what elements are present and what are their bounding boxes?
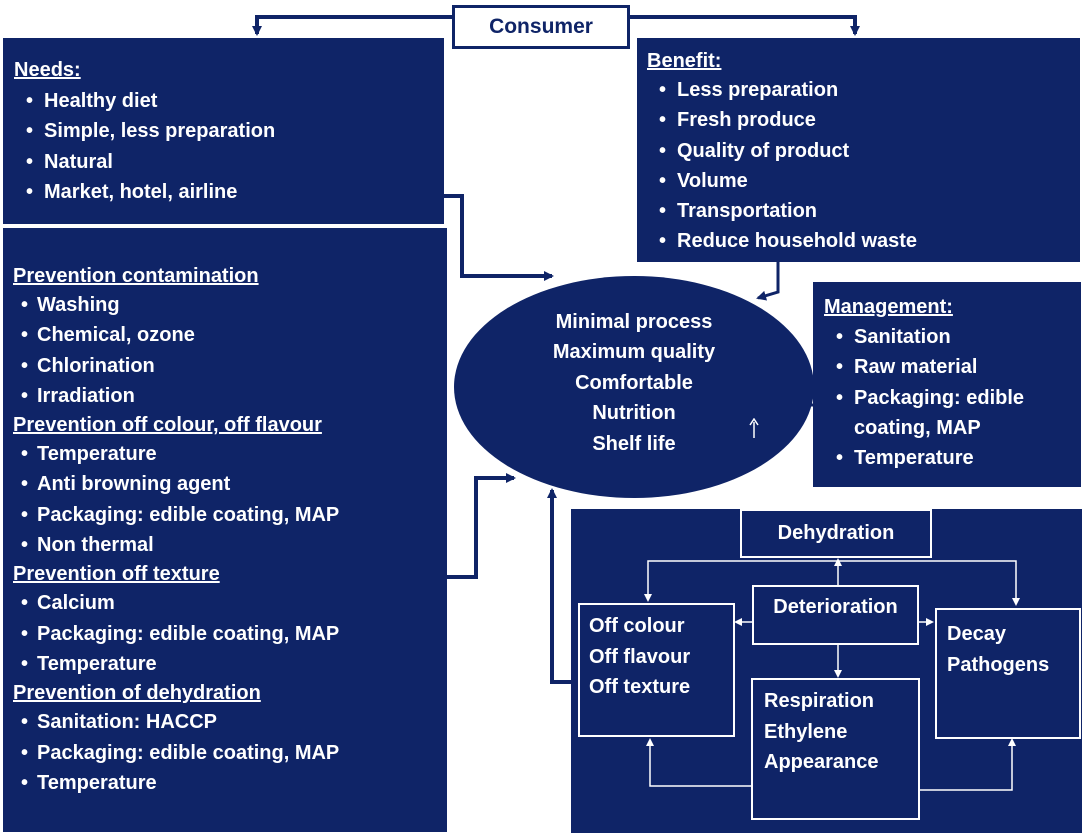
deterioration-label: Deterioration	[773, 596, 898, 618]
list-item: Temperature	[13, 439, 447, 470]
off-quality-box: Off colour Off flavour Off texture	[578, 603, 735, 737]
arrow-prevention-to-center	[447, 473, 516, 579]
arrow-consumer-to-needs	[252, 15, 452, 36]
list-item: Sanitation: HACCP	[13, 707, 447, 738]
prevention-section-texture: Prevention off texture Calcium Packaging…	[13, 560, 447, 679]
prevention-section-dehydration: Prevention of dehydration Sanitation: HA…	[13, 679, 447, 798]
list-item: Chemical, ozone	[13, 320, 447, 351]
goal-line: Shelf life	[592, 432, 676, 455]
consumer-label: Consumer	[489, 15, 593, 38]
list-item: Temperature	[13, 768, 447, 799]
deterioration-box: Deterioration	[752, 585, 919, 645]
prevention-heading: Prevention contamination	[13, 265, 259, 287]
list-item: Temperature	[824, 443, 1081, 474]
respiration-box: Respiration Ethylene Appearance	[751, 678, 920, 820]
goal-line: Minimal process	[555, 310, 713, 333]
needs-list: Healthy diet Simple, less preparation Na…	[14, 86, 444, 207]
list-item: Packaging: edible coating, MAP	[13, 500, 447, 531]
list-item: Less preparation	[647, 75, 1080, 106]
list-item: Simple, less preparation	[14, 116, 444, 147]
off-quality-line: Off flavour	[589, 645, 691, 668]
off-quality-line: Off texture	[589, 676, 691, 698]
arrow-consumer-to-benefit	[630, 15, 860, 36]
goal-line: Nutrition	[592, 402, 676, 425]
off-quality-line: Off colour	[589, 615, 685, 637]
list-item: Transportation	[647, 196, 1080, 227]
prevention-heading: Prevention off texture	[13, 563, 220, 586]
benefit-heading: Benefit:	[647, 50, 722, 72]
goal-line: Comfortable	[575, 371, 693, 394]
prevention-section-contamination: Prevention contamination Washing Chemica…	[13, 262, 447, 411]
arrow-benefit-to-center	[756, 262, 780, 301]
list-item: Fresh produce	[647, 105, 1080, 136]
list-item: Reduce household waste	[647, 226, 1080, 257]
dehydration-label: Dehydration	[777, 522, 895, 544]
prevention-box: Prevention contamination Washing Chemica…	[3, 228, 447, 832]
up-arrow-icon	[749, 418, 759, 438]
list-item: Calcium	[13, 588, 447, 619]
respiration-line: Ethylene	[764, 720, 848, 743]
list-item: Chlorination	[13, 351, 447, 382]
prevention-list: Washing Chemical, ozone Chlorination Irr…	[13, 290, 447, 411]
decay-line: Decay	[947, 623, 1006, 645]
list-item: Washing	[13, 290, 447, 321]
benefit-box: Benefit: Less preparation Fresh produce …	[637, 38, 1080, 262]
prevention-list: Temperature Anti browning agent Packagin…	[13, 439, 447, 560]
list-item: Temperature	[13, 649, 447, 680]
list-item: Packaging: edible coating, MAP	[13, 619, 447, 650]
list-item: Anti browning agent	[13, 469, 447, 500]
list-item: Market, hotel, airline	[14, 177, 444, 208]
management-list: Sanitation Raw material Packaging: edibl…	[824, 322, 1081, 474]
list-item: Packaging: edible coating, MAP	[824, 383, 1034, 444]
list-item: Raw material	[824, 352, 1081, 383]
prevention-list: Sanitation: HACCP Packaging: edible coat…	[13, 707, 447, 798]
decay-line: Pathogens	[947, 653, 1050, 676]
arrow-needs-to-center	[444, 194, 554, 281]
list-item: Volume	[647, 166, 1080, 197]
central-goals-ellipse: Minimal process Maximum quality Comforta…	[454, 276, 814, 498]
list-item: Quality of product	[647, 136, 1080, 167]
needs-box: Needs: Healthy diet Simple, less prepara…	[3, 38, 444, 224]
dehydration-box: Dehydration	[740, 509, 932, 558]
consumer-box: Consumer	[452, 5, 630, 49]
respiration-line: Appearance	[764, 751, 879, 773]
prevention-section-colour-flavour: Prevention off colour, off flavour Tempe…	[13, 411, 447, 560]
respiration-line: Respiration	[764, 690, 875, 712]
needs-heading: Needs:	[14, 59, 81, 81]
list-item: Sanitation	[824, 322, 1081, 353]
arrow-panel-to-center	[547, 488, 571, 684]
goal-line: Maximum quality	[552, 341, 716, 364]
prevention-list: Calcium Packaging: edible coating, MAP T…	[13, 588, 447, 679]
management-heading: Management:	[824, 296, 953, 318]
list-item: Healthy diet	[14, 86, 444, 117]
list-item: Non thermal	[13, 530, 447, 561]
list-item: Irradiation	[13, 381, 447, 412]
list-item: Natural	[14, 147, 444, 178]
list-item: Packaging: edible coating, MAP	[13, 738, 447, 769]
management-box: Management: Sanitation Raw material Pack…	[813, 282, 1081, 487]
prevention-heading: Prevention off colour, off flavour	[13, 414, 322, 437]
benefit-list: Less preparation Fresh produce Quality o…	[647, 75, 1080, 257]
decay-box: Decay Pathogens	[935, 608, 1081, 739]
prevention-heading: Prevention of dehydration	[13, 682, 261, 705]
